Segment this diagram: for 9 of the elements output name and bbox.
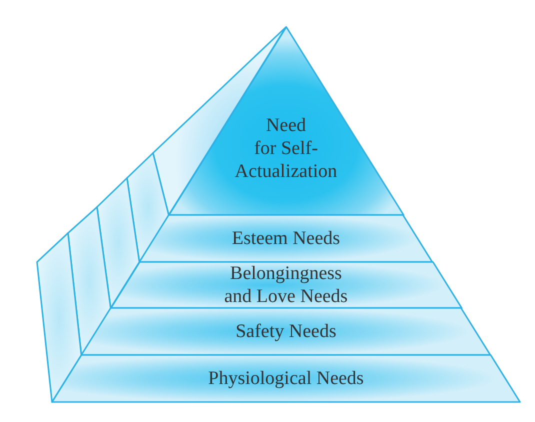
pyramid-side-face (127, 153, 169, 262)
pyramid-side-face (68, 207, 111, 355)
tier-label: Esteem Needs (232, 227, 340, 250)
tier-label: Safety Needs (236, 320, 336, 343)
tier-label: Need for Self-Actualization (234, 114, 338, 182)
tier-label: Belongingness and Love Needs (223, 262, 349, 308)
tier-label: Physiological Needs (208, 367, 364, 390)
pyramid-side-face (37, 233, 82, 402)
pyramid-side-face (97, 178, 140, 308)
